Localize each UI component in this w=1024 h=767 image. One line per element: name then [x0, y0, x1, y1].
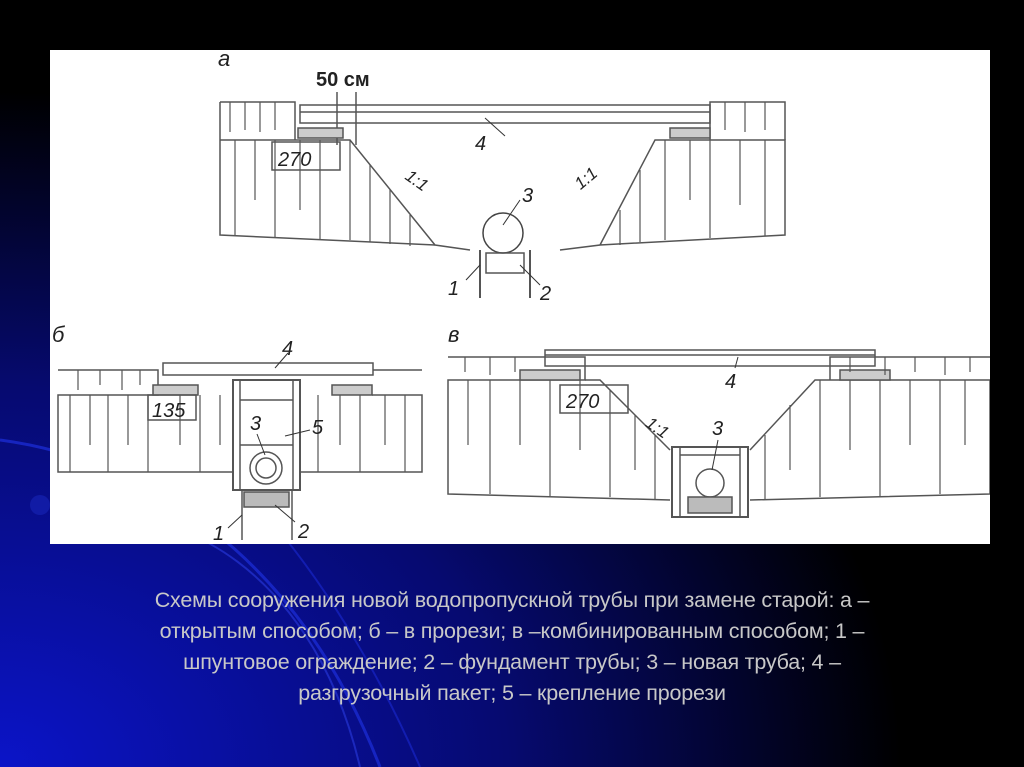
dimension-135: 135	[152, 400, 186, 422]
panel-v-label: в	[448, 322, 459, 347]
callout-3: 3	[522, 185, 533, 207]
caption-line: Схемы сооружения новой водопропускной тр…	[154, 588, 870, 612]
slope-left: 1:1	[402, 166, 432, 195]
culvert-schemes-drawing: а 50 см 4 270 1:1	[52, 50, 990, 544]
panel-v: в 270 1:1 4 3	[447, 322, 990, 518]
slope-left: 1:1	[642, 413, 672, 442]
callout-5: 5	[312, 417, 324, 439]
panel-b-label: б	[52, 322, 66, 347]
panel-a: а 50 см 4 270 1:1	[218, 50, 786, 305]
callout-2: 2	[539, 283, 551, 305]
callout-4: 4	[725, 371, 736, 393]
diagram-figure: а 50 см 4 270 1:1	[50, 50, 990, 544]
dimension-270: 270	[565, 391, 599, 413]
caption-line: разгрузочный пакет; 5 – крепление прорез…	[298, 681, 726, 705]
dimension-50cm: 50 см	[316, 69, 370, 91]
callout-1: 1	[213, 523, 224, 544]
panel-a-label: а	[218, 50, 230, 71]
figure-caption: Схемы сооружения новой водопропускной тр…	[60, 585, 964, 709]
callout-3: 3	[712, 418, 723, 440]
callout-1: 1	[448, 278, 459, 300]
callout-2: 2	[297, 521, 309, 543]
callout-3: 3	[250, 413, 261, 435]
caption-line: открытым способом; б – в прорези; в –ком…	[159, 619, 865, 643]
panel-b: б 4 135 3 5	[52, 322, 423, 544]
dimension-270: 270	[277, 149, 311, 171]
callout-4: 4	[282, 338, 293, 360]
slope-right: 1:1	[571, 164, 601, 194]
caption-line: шпунтовое ограждение; 2 – фундамент труб…	[183, 650, 841, 674]
callout-4: 4	[475, 133, 486, 155]
